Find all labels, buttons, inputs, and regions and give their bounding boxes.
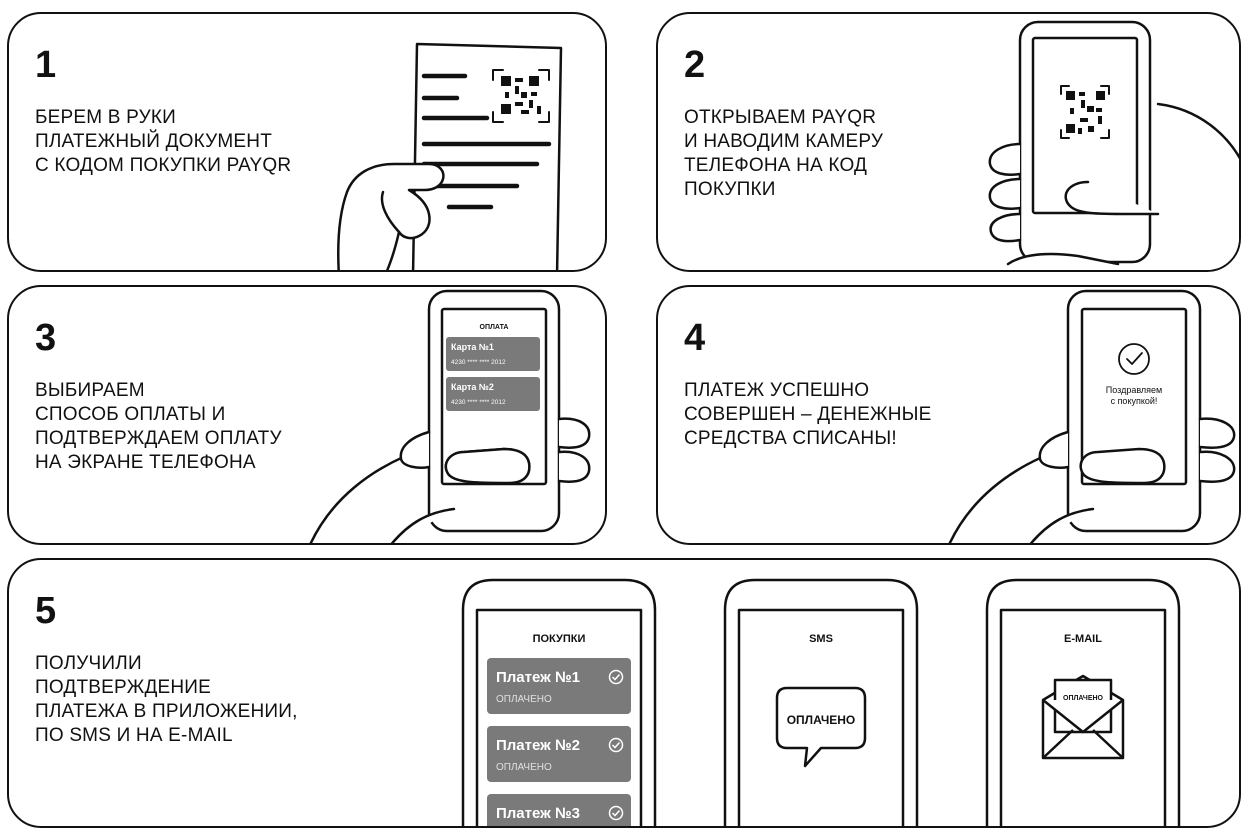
phone-payment-illustration: ОПЛАТА Карта №1 4230 **** **** 2012 Карт… [309,289,591,543]
step-number: 5 [35,590,57,632]
qr-code-icon [1060,85,1110,139]
step-description: ПОЛУЧИЛИ ПОДТВЕРЖДЕНИЕ ПЛАТЕЖА В ПРИЛОЖЕ… [35,653,298,746]
phone-success-illustration: Поздравляем с покупкой! [948,289,1236,543]
sms-bubble-text: ОПЛАЧЕНО [787,713,856,727]
step-3-panel: 3 ВЫБИРАЕМ СПОСОБ ОПЛАТЫ И ПОДТВЕРЖДАЕМ … [7,285,607,545]
step-number: 1 [35,44,57,86]
step-description: БЕРЕМ В РУКИ ПЛАТЕЖНЫЙ ДОКУМЕНТ С КОДОМ … [35,107,292,176]
step-number: 2 [684,44,706,86]
step-5-panel: 5 ПОЛУЧИЛИ ПОДТВЕРЖДЕНИЕ ПЛАТЕЖА В ПРИЛО… [7,558,1241,828]
card-option-1: Карта №1 4230 **** **** 2012 [446,337,540,371]
purchase-item-2: Платеж №2 ОПЛАЧЕНО [487,726,631,782]
svg-text:ОПЛАЧЕНО: ОПЛАЧЕНО [496,694,552,705]
step-4-panel: 4 ПЛАТЕЖ УСПЕШНО СОВЕРШЕН – ДЕНЕЖНЫЕ СРЕ… [656,285,1241,545]
phone-screen-title: ОПЛАТА [480,324,509,331]
email-title: E-MAIL [1064,633,1102,645]
success-line-1: Поздравляем [1106,385,1162,395]
step-description: ОТКРЫВАЕМ PAYQR И НАВОДИМ КАМЕРУ ТЕЛЕФОН… [684,107,884,200]
envelope-icon [1041,674,1125,760]
step-1-panel: 1 БЕРЕМ В РУКИ ПЛАТЕЖНЫЙ ДОКУМЕНТ С КОДО… [7,12,607,272]
step-2-panel: 2 ОТКРЫВАЕМ PAYQR И НАВОДИМ КАМЕРУ ТЕЛЕФ… [656,12,1241,272]
sms-bubble [775,686,867,768]
step-description: ПЛАТЕЖ УСПЕШНО СОВЕРШЕН – ДЕНЕЖНЫЕ СРЕДС… [684,380,932,449]
card-name: Карта №2 [451,382,494,392]
step-description: ВЫБИРАЕМ СПОСОБ ОПЛАТЫ И ПОДТВЕРЖДАЕМ ОП… [35,380,282,473]
purchase-item-3: Платеж №3 [487,794,631,826]
svg-text:Платеж №1: Платеж №1 [496,669,580,686]
purchases-title: ПОКУПКИ [533,633,586,645]
check-circle-icon [608,669,624,685]
confirmation-phones-illustration: ПОКУПКИ Платеж №1 ОПЛАЧЕНО Платеж №2 ОПЛ… [461,578,1181,826]
document-in-hand-illustration [337,42,563,270]
step-number: 3 [35,317,57,359]
svg-text:Платеж №2: Платеж №2 [496,737,580,754]
svg-text:ОПЛАЧЕНО: ОПЛАЧЕНО [496,762,552,773]
email-letter-text: ОПЛАЧЕНО [1063,695,1104,702]
card-name: Карта №1 [451,342,494,352]
success-line-2: с покупкой! [1111,396,1158,406]
check-circle-icon [608,737,624,753]
card-number: 4230 **** **** 2012 [451,399,506,406]
check-circle-icon [1118,343,1150,375]
svg-text:Платеж №3: Платеж №3 [496,805,580,822]
sms-title: SMS [809,633,833,645]
purchase-item-1: Платеж №1 ОПЛАЧЕНО [487,658,631,714]
card-option-2: Карта №2 4230 **** **** 2012 [446,377,540,411]
card-number: 4230 **** **** 2012 [451,359,506,366]
step-number: 4 [684,317,706,359]
phone-scanning-illustration [988,20,1239,270]
